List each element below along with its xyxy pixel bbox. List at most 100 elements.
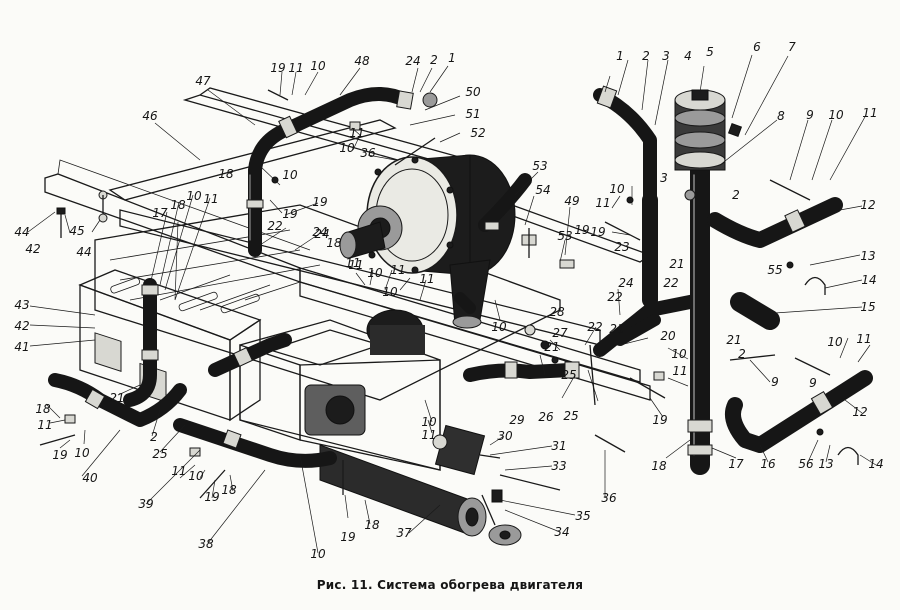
callout-7: 7 [788,40,796,54]
callout-23: 23 [614,240,630,254]
callout-14: 14 [861,273,877,287]
hardware [39,89,859,499]
callout-18: 18 [651,459,667,473]
callout-21: 21 [669,257,685,271]
callout-19: 19 [282,207,298,221]
callout-17: 17 [152,206,168,220]
callout-10: 10 [828,108,844,122]
callout-2: 2 [738,347,746,361]
callout-15: 15 [860,300,876,314]
callout-38: 38 [198,537,214,551]
callout-19: 19 [574,223,590,237]
callout-17: 17 [728,457,744,471]
callout-2: 2 [732,188,740,202]
callout-30: 30 [497,429,513,443]
callout-55: 55 [767,263,783,277]
callout-10: 10 [310,59,326,73]
callout-25: 25 [561,368,577,382]
callout-20: 20 [660,329,676,343]
callout-10: 10 [382,285,398,299]
callout-11: 11 [595,196,611,210]
callout-36: 36 [360,146,376,160]
callout-51: 51 [465,107,481,121]
callout-11: 11 [171,464,187,478]
callout-49: 49 [564,194,580,208]
callout-31: 31 [551,439,567,453]
callout-4: 4 [684,49,692,63]
callout-24: 24 [405,54,421,68]
callout-42: 42 [14,319,30,333]
callout-25: 25 [563,409,579,423]
callout-26: 26 [538,410,554,424]
callout-22: 22 [267,219,283,233]
lower-heater-block [239,309,441,471]
callout-1: 1 [616,49,624,63]
callout-8: 8 [777,109,785,123]
callout-18: 18 [326,236,342,250]
callout-12: 12 [852,405,868,419]
callout-11: 11 [390,263,406,277]
callout-24: 24 [312,225,328,239]
callout-50: 50 [465,85,481,99]
callout-3: 3 [660,171,668,185]
callout-22: 22 [587,320,603,334]
callout-19: 19 [204,490,220,504]
filler-neck [674,89,743,171]
callout-19: 19 [312,195,328,209]
callout-11: 11 [203,192,219,206]
callout-9: 9 [806,108,814,122]
callout-24: 24 [314,227,330,241]
callout-11: 11 [856,332,872,346]
callout-9: 9 [771,375,779,389]
callout-11: 11 [421,428,437,442]
callout-28: 28 [549,305,565,319]
callout-19: 19 [52,448,68,462]
callout-12: 12 [860,198,876,212]
callout-39: 39 [138,497,154,511]
callout-48: 48 [354,54,370,68]
figure-caption: Рис. 11. Система обогрева двигателя [316,578,584,592]
callout-11: 11 [419,272,435,286]
callout-10: 10 [310,547,326,561]
callout-10: 10 [186,189,202,203]
callout-10: 10 [671,347,687,361]
callout-45: 45 [69,224,85,238]
callout-27: 27 [552,326,568,340]
leader-lines [27,54,877,554]
callout-18: 18 [364,518,380,532]
callout-13: 13 [818,457,834,471]
callout-3: 3 [662,49,670,63]
callout-44: 44 [76,245,92,259]
callout-43: 43 [14,298,30,312]
callout-10: 10 [421,415,437,429]
callout-21: 21 [609,322,625,336]
callout-11: 11 [37,418,53,432]
callout-13: 13 [860,249,876,263]
callout-19: 19 [270,61,286,75]
callout-11: 11 [348,258,364,272]
right-heater-cylinder [319,424,522,546]
callout-52: 52 [470,126,486,140]
callout-1: 1 [448,51,456,65]
callout-53: 53 [532,159,548,173]
callout-41: 41 [14,340,30,354]
callout-11: 11 [345,256,361,270]
hoses [48,85,873,475]
callout-5: 5 [706,45,714,59]
callout-11: 11 [349,126,365,140]
callout-10: 10 [282,168,298,182]
callout-18: 18 [221,483,237,497]
callout-33: 33 [551,459,567,473]
callout-9: 9 [809,376,817,390]
callout-2: 2 [430,53,438,67]
callout-6: 6 [753,40,761,54]
callout-11: 11 [672,364,688,378]
callout-46: 46 [142,109,158,123]
callout-29: 29 [509,413,525,427]
callout-10: 10 [74,446,90,460]
callout-56: 56 [798,457,814,471]
callout-54: 54 [535,183,551,197]
callout-21: 21 [726,333,742,347]
